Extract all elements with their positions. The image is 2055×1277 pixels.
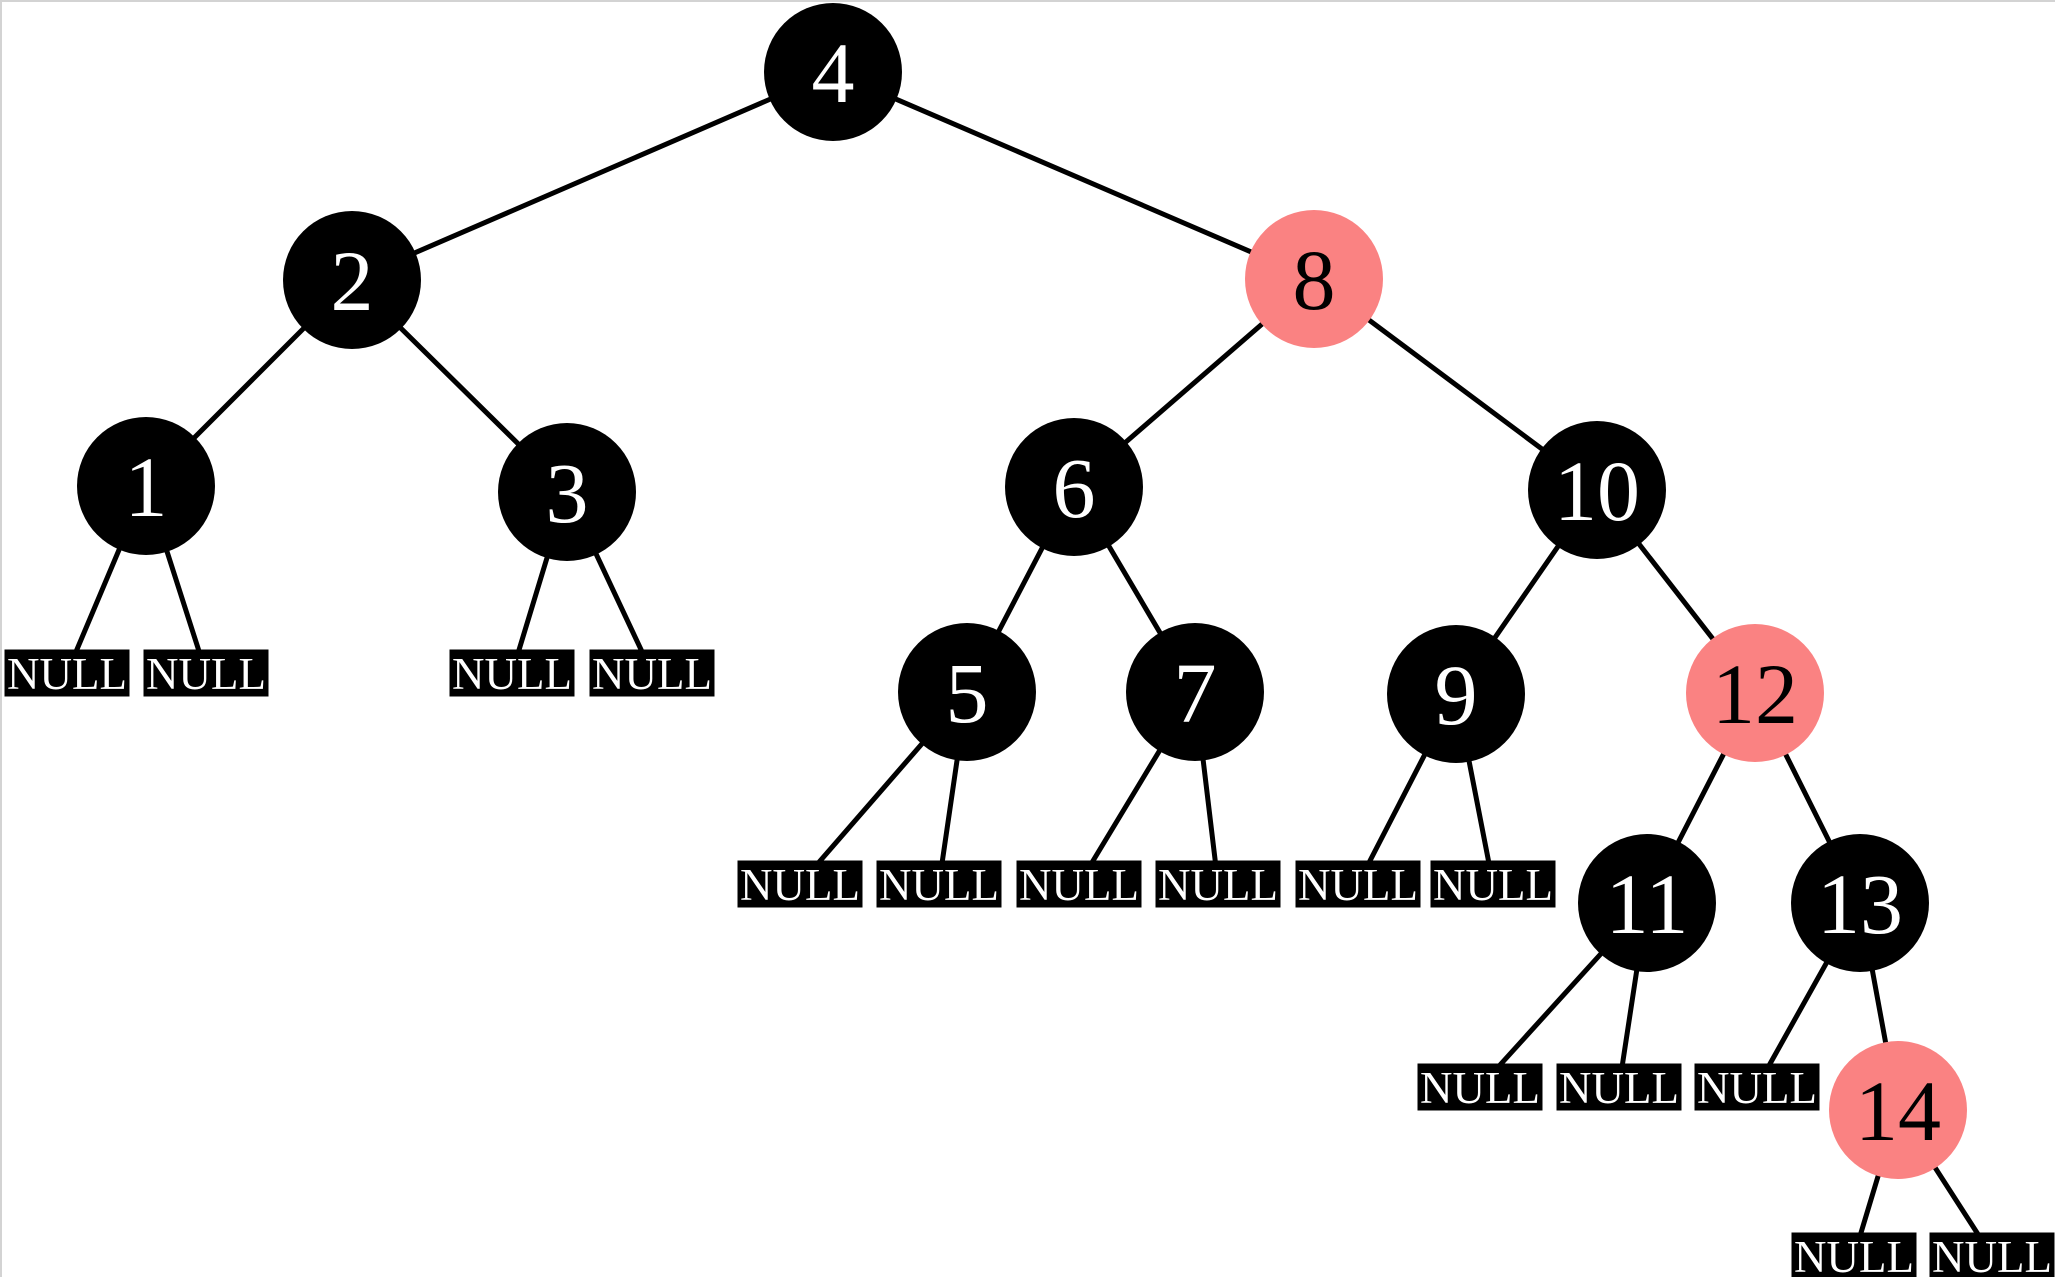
null-box-n7l <box>1016 860 1142 908</box>
tree-node-12: 12 <box>1686 624 1824 762</box>
node-value-11: 11 <box>1606 856 1689 952</box>
null-label-n3l: NULL <box>452 649 572 699</box>
node-value-6: 6 <box>1053 440 1096 536</box>
null-label-n7l: NULL <box>1019 860 1139 910</box>
null-box-n11l <box>1417 1063 1543 1111</box>
null-box-n1r <box>143 649 269 697</box>
black-node-circle-9 <box>1387 625 1525 763</box>
black-node-circle-4 <box>764 3 902 141</box>
tree-node-3: 3 <box>498 423 636 561</box>
null-leaf-n14l: NULL <box>1791 1232 1917 1277</box>
null-leaf-n7l: NULL <box>1016 860 1142 910</box>
red-node-circle-12 <box>1686 624 1824 762</box>
tree-node-10: 10 <box>1528 421 1666 559</box>
null-box-n1l <box>4 649 130 697</box>
node-value-9: 9 <box>1435 647 1478 743</box>
edge-4-8 <box>830 69 1317 282</box>
null-leaf-n11l: NULL <box>1417 1063 1543 1113</box>
tree-node-4: 4 <box>764 3 902 141</box>
black-node-circle-10 <box>1528 421 1666 559</box>
null-box-n5r <box>876 860 1002 908</box>
null-leaf-n3l: NULL <box>449 649 575 699</box>
black-node-circle-3 <box>498 423 636 561</box>
red-node-circle-8 <box>1245 210 1383 348</box>
null-box-n9r <box>1430 860 1556 908</box>
null-label-n13l: NULL <box>1697 1063 1817 1113</box>
null-box-n7r <box>1155 860 1281 908</box>
null-label-n14l: NULL <box>1794 1232 1914 1277</box>
tree-node-14: 14 <box>1829 1041 1967 1179</box>
null-box-n14r <box>1929 1232 2055 1277</box>
node-value-14: 14 <box>1855 1063 1941 1159</box>
null-leaf-n5r: NULL <box>876 860 1002 910</box>
null-leaf-n9r: NULL <box>1430 860 1556 910</box>
tree-node-1: 1 <box>77 417 215 555</box>
null-label-n9r: NULL <box>1433 860 1553 910</box>
null-leaf-n7r: NULL <box>1155 860 1281 910</box>
null-label-n5l: NULL <box>740 860 860 910</box>
null-label-n7r: NULL <box>1158 860 1278 910</box>
null-box-n3l <box>449 649 575 697</box>
null-label-n5r: NULL <box>879 860 999 910</box>
null-box-n14l <box>1791 1232 1917 1277</box>
black-node-circle-2 <box>283 211 421 349</box>
red-node-circle-14 <box>1829 1041 1967 1179</box>
null-box-n11r <box>1556 1063 1682 1111</box>
null-leaf-n3r: NULL <box>589 649 715 699</box>
node-value-2: 2 <box>331 233 374 329</box>
null-box-n13l <box>1694 1063 1820 1111</box>
tree-node-13: 13 <box>1791 834 1929 972</box>
node-value-10: 10 <box>1554 443 1640 539</box>
node-value-7: 7 <box>1174 645 1217 741</box>
null-leaf-n14r: NULL <box>1929 1232 2055 1277</box>
node-value-1: 1 <box>125 439 168 535</box>
null-box-n3r <box>589 649 715 697</box>
null-leaf-n11r: NULL <box>1556 1063 1682 1113</box>
null-leaf-n1l: NULL <box>4 649 130 699</box>
null-label-n1l: NULL <box>7 649 127 699</box>
edge-4-2 <box>349 69 836 283</box>
null-leaf-n9l: NULL <box>1295 860 1421 910</box>
tree-node-6: 6 <box>1005 418 1143 556</box>
tree-node-9: 9 <box>1387 625 1525 763</box>
null-box-n5l <box>737 860 863 908</box>
black-node-circle-13 <box>1791 834 1929 972</box>
black-node-circle-7 <box>1126 623 1264 761</box>
null-leaf-n1r: NULL <box>143 649 269 699</box>
tree-node-5: 5 <box>898 623 1036 761</box>
node-value-8: 8 <box>1293 232 1336 328</box>
null-label-n9l: NULL <box>1298 860 1418 910</box>
black-node-circle-5 <box>898 623 1036 761</box>
null-label-n11l: NULL <box>1420 1063 1540 1113</box>
null-label-n11r: NULL <box>1559 1063 1679 1113</box>
node-value-5: 5 <box>946 645 989 741</box>
tree-node-2: 2 <box>283 211 421 349</box>
null-box-n9l <box>1295 860 1421 908</box>
null-label-n14r: NULL <box>1932 1232 2052 1277</box>
black-node-circle-6 <box>1005 418 1143 556</box>
tree-node-7: 7 <box>1126 623 1264 761</box>
null-leaf-n5l: NULL <box>737 860 863 910</box>
null-label-n3r: NULL <box>592 649 712 699</box>
node-value-13: 13 <box>1817 856 1903 952</box>
null-leaf-n13l: NULL <box>1694 1063 1820 1113</box>
tree-node-8: 8 <box>1245 210 1383 348</box>
black-node-circle-1 <box>77 417 215 555</box>
null-label-n1r: NULL <box>146 649 266 699</box>
black-node-circle-11 <box>1578 834 1716 972</box>
node-value-3: 3 <box>546 445 589 541</box>
node-value-4: 4 <box>812 25 855 121</box>
tree-node-11: 11 <box>1578 834 1716 972</box>
node-value-12: 12 <box>1712 646 1798 742</box>
